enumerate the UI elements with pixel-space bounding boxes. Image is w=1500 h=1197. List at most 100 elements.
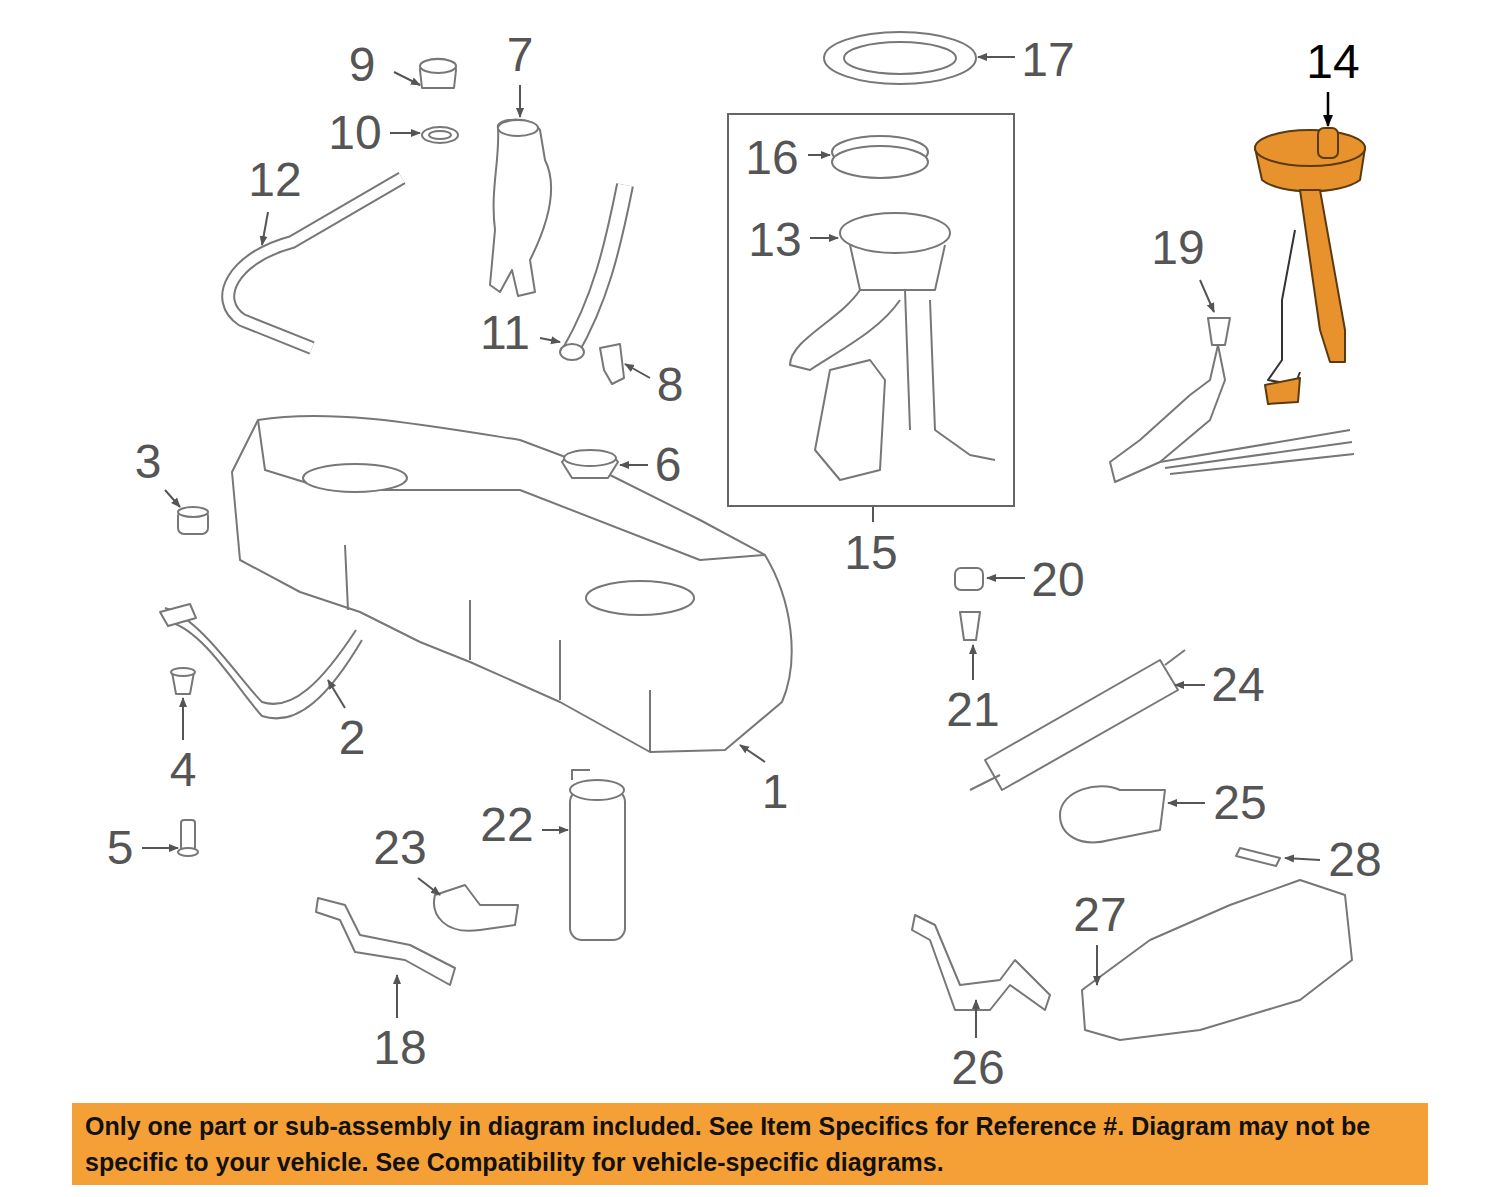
callout-number: 13: [748, 216, 801, 264]
drawing-part: [394, 72, 420, 85]
drawing-part: [540, 338, 560, 342]
drawing-part: [303, 464, 407, 492]
drawing-part: [570, 185, 625, 352]
callout-number: 26: [951, 1044, 1004, 1092]
drawing-part: [1200, 280, 1214, 312]
drawing-part: [815, 360, 885, 480]
drawing-part: [832, 146, 928, 178]
drawing-part: [905, 290, 995, 460]
drawing-part: [165, 490, 180, 507]
callout-number: 14: [1306, 38, 1359, 86]
callout-number: 20: [1031, 556, 1084, 604]
callout-number: 1: [762, 768, 789, 816]
callout-number: 7: [507, 31, 534, 79]
drawing-part: [420, 59, 456, 73]
drawing-part: [625, 364, 650, 378]
drawing-part: [1285, 858, 1320, 860]
callout-number: 15: [844, 529, 897, 577]
callout-number: 24: [1211, 661, 1264, 709]
drawing-part: [519, 85, 521, 117]
drawing-part: [850, 245, 945, 290]
callout-number: 25: [1213, 779, 1266, 827]
drawing-part: [170, 622, 362, 718]
drawing-part: [1300, 190, 1345, 362]
callout-number: 11: [480, 309, 530, 357]
drawing-part: [420, 59, 456, 88]
drawing-part: [182, 698, 184, 740]
part-drawings: [160, 32, 1365, 1040]
drawing-part: [498, 120, 538, 136]
drawing-part: [181, 820, 195, 850]
leader-lines: [142, 57, 1328, 1038]
drawing-part: [740, 745, 765, 762]
callout-number: 22: [480, 801, 533, 849]
drawing-part: [620, 464, 648, 466]
drawing-part: [434, 885, 518, 931]
drawing-part: [542, 829, 568, 831]
drawing-part: [262, 212, 268, 245]
drawing-part: [328, 680, 345, 708]
drawing-part: [142, 847, 178, 849]
callout-number: 16: [745, 134, 798, 182]
drawing-part: [985, 660, 1178, 790]
drawing-part: [1327, 92, 1330, 126]
callout-number: 3: [135, 438, 162, 486]
drawing-part: [570, 790, 625, 940]
drawing-part: [178, 507, 208, 517]
callout-number: 8: [657, 361, 684, 409]
drawing-part: [1060, 786, 1165, 842]
drawing-part: [600, 344, 624, 384]
drawing-part: [955, 568, 983, 590]
drawing-part: [1160, 430, 1354, 474]
drawing-part: [1096, 945, 1098, 985]
drawing-part: [978, 56, 1015, 58]
drawing-part: [1268, 230, 1300, 385]
drawing-part: [1265, 378, 1300, 404]
callout-number: 21: [946, 686, 999, 734]
drawing-part: [960, 612, 980, 640]
drawing-part: [790, 290, 900, 370]
drawing-part: [490, 120, 551, 296]
drawing-part: [570, 780, 624, 800]
drawing-part: [345, 545, 650, 752]
drawing-part: [840, 213, 950, 253]
drawing-part: [1168, 802, 1205, 804]
callout-number: 4: [170, 746, 197, 794]
drawing-part: [422, 127, 458, 143]
drawing-part: [810, 237, 838, 239]
drawing-part: [1255, 130, 1365, 166]
callout-number: 17: [1021, 36, 1074, 84]
drawing-part: [912, 915, 1050, 1010]
callout-number: 19: [1151, 224, 1204, 272]
drawing-part: [1208, 318, 1230, 345]
drawing-part: [171, 668, 195, 676]
drawing-part: [970, 650, 1185, 790]
callout-number: 9: [349, 41, 376, 89]
callout-number: 28: [1328, 836, 1381, 884]
drawing-part: [1318, 128, 1338, 158]
callout-number: 27: [1073, 891, 1126, 939]
drawing-part: [564, 450, 616, 466]
drawing-part: [586, 581, 694, 615]
callout-number: 2: [339, 714, 366, 762]
drawing-part: [429, 131, 451, 139]
drawing-part: [987, 577, 1025, 579]
drawing-part: [972, 645, 974, 680]
drawing-part: [160, 604, 196, 626]
drawing-part: [572, 770, 590, 780]
drawing-part: [1255, 128, 1365, 404]
notice-text: Only one part or sub-assembly in diagram…: [85, 1108, 1415, 1180]
drawing-part: [570, 185, 625, 352]
callout-number: 23: [373, 824, 426, 872]
callout-number: 18: [373, 1024, 426, 1072]
drawing-part: [872, 507, 874, 522]
drawing-part: [396, 975, 398, 1018]
notice-banner: Only one part or sub-assembly in diagram…: [72, 1103, 1428, 1185]
drawing-part: [975, 1000, 977, 1038]
callout-number: 6: [655, 441, 682, 489]
drawing-part: [390, 132, 420, 134]
drawing-part: [1175, 684, 1205, 686]
drawing-part: [560, 344, 584, 360]
drawing-part: [844, 42, 956, 74]
drawing-part: [178, 848, 198, 856]
